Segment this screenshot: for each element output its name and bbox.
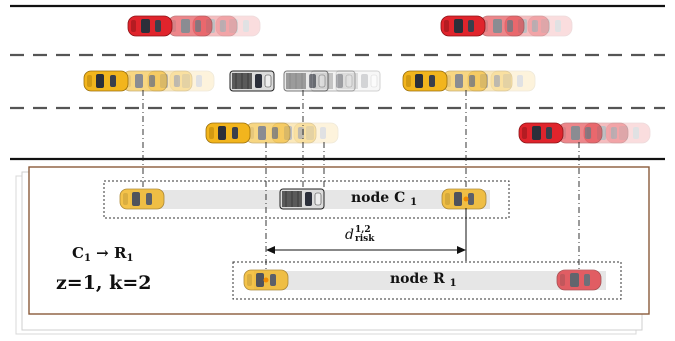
node-c1-label: node C 1 <box>351 190 418 208</box>
node-r1-box <box>232 261 622 300</box>
anchor-dot <box>263 277 269 283</box>
red-car-icon <box>127 15 261 37</box>
params-label: z=1, k=2 <box>56 272 152 294</box>
anchor-dot <box>463 196 469 202</box>
risk-distance-label: d 1,2 risk <box>345 225 375 244</box>
relation-label: C1 → R1 <box>72 244 134 264</box>
red-car-icon <box>440 15 573 37</box>
risk-distance-marker <box>266 208 467 261</box>
red-car-icon <box>518 122 651 144</box>
node-c1-box <box>103 180 510 219</box>
node-r1-track <box>254 271 606 290</box>
pickup-truck-icon <box>229 70 381 92</box>
yellow-car-icon <box>205 122 339 144</box>
projection-lines <box>142 90 580 271</box>
yellow-car-icon <box>402 70 536 92</box>
node-r1-label: node R 1 <box>390 271 457 289</box>
yellow-car-icon <box>119 188 165 210</box>
red-car-icon <box>556 269 602 291</box>
road <box>10 4 665 161</box>
pickup-truck-icon <box>279 188 325 210</box>
yellow-car-icon <box>83 70 215 92</box>
